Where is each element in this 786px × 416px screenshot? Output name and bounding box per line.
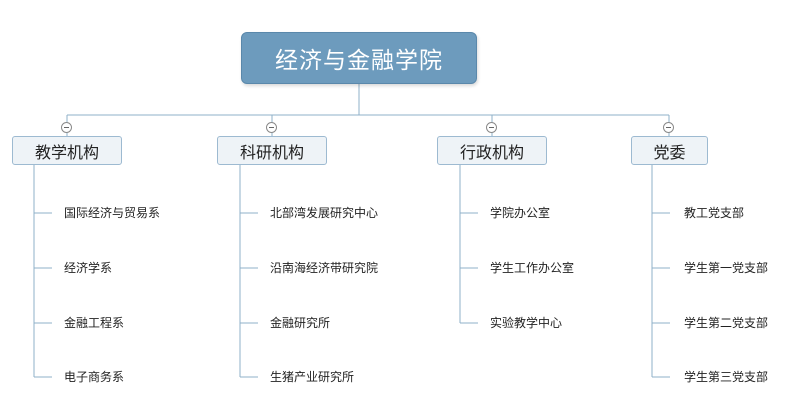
collapse-toggle-icon[interactable]	[266, 122, 277, 133]
leaf-node[interactable]: 学生第三党支部	[684, 370, 769, 384]
branch-node-administration[interactable]: 行政机构	[437, 136, 547, 165]
leaf-node[interactable]: 电子商务系	[64, 370, 125, 384]
leaf-node[interactable]: 学院办公室	[490, 206, 551, 220]
leaf-node[interactable]: 教工党支部	[684, 206, 745, 220]
collapse-toggle-icon[interactable]	[61, 122, 72, 133]
leaf-node[interactable]: 金融工程系	[64, 316, 125, 330]
branch-node-research[interactable]: 科研机构	[217, 136, 327, 165]
leaf-node[interactable]: 经济学系	[64, 261, 113, 275]
leaf-node[interactable]: 北部湾发展研究中心	[270, 206, 379, 220]
leaf-node[interactable]: 金融研究所	[270, 316, 331, 330]
leaf-node[interactable]: 沿南海经济带研究院	[270, 261, 379, 275]
leaf-node[interactable]: 国际经济与贸易系	[64, 206, 161, 220]
branch-node-teaching[interactable]: 教学机构	[12, 136, 122, 165]
leaf-node[interactable]: 实验教学中心	[490, 316, 563, 330]
branch-node-party-committee[interactable]: 党委	[631, 136, 708, 165]
leaf-node[interactable]: 学生第一党支部	[684, 261, 769, 275]
leaf-node[interactable]: 学生工作办公室	[490, 261, 575, 275]
leaf-node[interactable]: 学生第二党支部	[684, 316, 769, 330]
root-node[interactable]: 经济与金融学院	[241, 32, 477, 84]
leaf-node[interactable]: 生猪产业研究所	[270, 370, 355, 384]
collapse-toggle-icon[interactable]	[486, 122, 497, 133]
collapse-toggle-icon[interactable]	[663, 122, 674, 133]
